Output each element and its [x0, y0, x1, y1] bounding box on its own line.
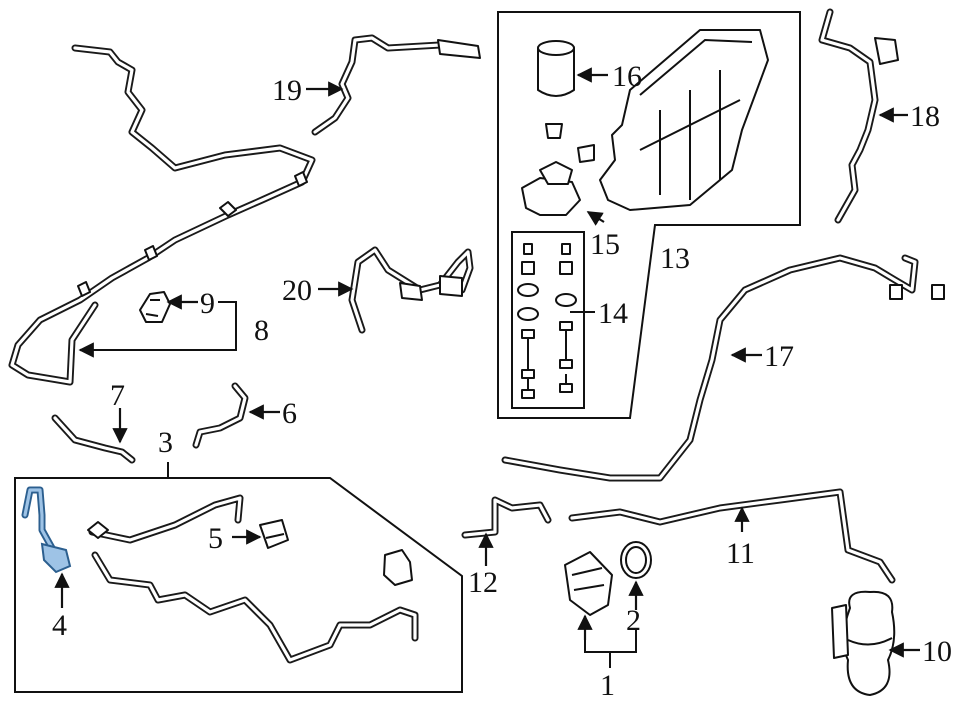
part-20-hose — [348, 246, 474, 334]
callout-4: 4 — [52, 609, 67, 642]
part-18-hose — [818, 8, 899, 224]
part-16-filter — [537, 40, 575, 97]
part-17-fuel-line — [501, 254, 945, 482]
callout-11: 11 — [726, 537, 755, 570]
part-2-seal — [620, 541, 652, 579]
callout-2: 2 — [626, 604, 641, 637]
part-19-hose — [311, 34, 481, 136]
callout-17: 17 — [764, 340, 794, 373]
part-5-clip — [259, 519, 289, 549]
callout-1: 1 — [600, 669, 615, 702]
part-3-clip — [383, 549, 413, 586]
part-3-harness — [87, 494, 419, 664]
callout-18: 18 — [910, 100, 940, 133]
part-1-module — [564, 551, 613, 616]
callout-12: 12 — [468, 566, 498, 599]
callout-20: 20 — [282, 274, 312, 307]
callout-14: 14 — [598, 297, 628, 330]
part-13-box — [497, 11, 801, 419]
part-7-hose — [51, 414, 136, 464]
callout-7: 7 — [110, 379, 125, 412]
callout-5: 5 — [208, 522, 223, 555]
callout-10: 10 — [922, 635, 952, 668]
callout-9: 9 — [200, 287, 215, 320]
part-6-hose — [192, 382, 249, 449]
part-13-canister — [599, 29, 769, 211]
callout-8: 8 — [254, 314, 269, 347]
part-8-vapor-line — [8, 44, 316, 386]
callout-15: 15 — [590, 228, 620, 261]
callout-6: 6 — [282, 397, 297, 430]
part-15-valve — [521, 161, 581, 216]
part-10-bottle — [831, 590, 896, 696]
callout-16: 16 — [612, 60, 642, 93]
callout-leaders — [54, 67, 920, 668]
part-4-tube-highlighted — [21, 486, 72, 574]
part-14-kit — [511, 231, 585, 409]
callout-19: 19 — [272, 74, 302, 107]
part-13-fittings — [545, 123, 595, 163]
part-3-box — [14, 462, 463, 693]
part-11-line — [568, 488, 896, 584]
part-12-hose — [461, 496, 552, 539]
part-9-connector — [139, 291, 171, 323]
callout-13: 13 — [660, 242, 690, 275]
callout-3: 3 — [158, 426, 173, 459]
